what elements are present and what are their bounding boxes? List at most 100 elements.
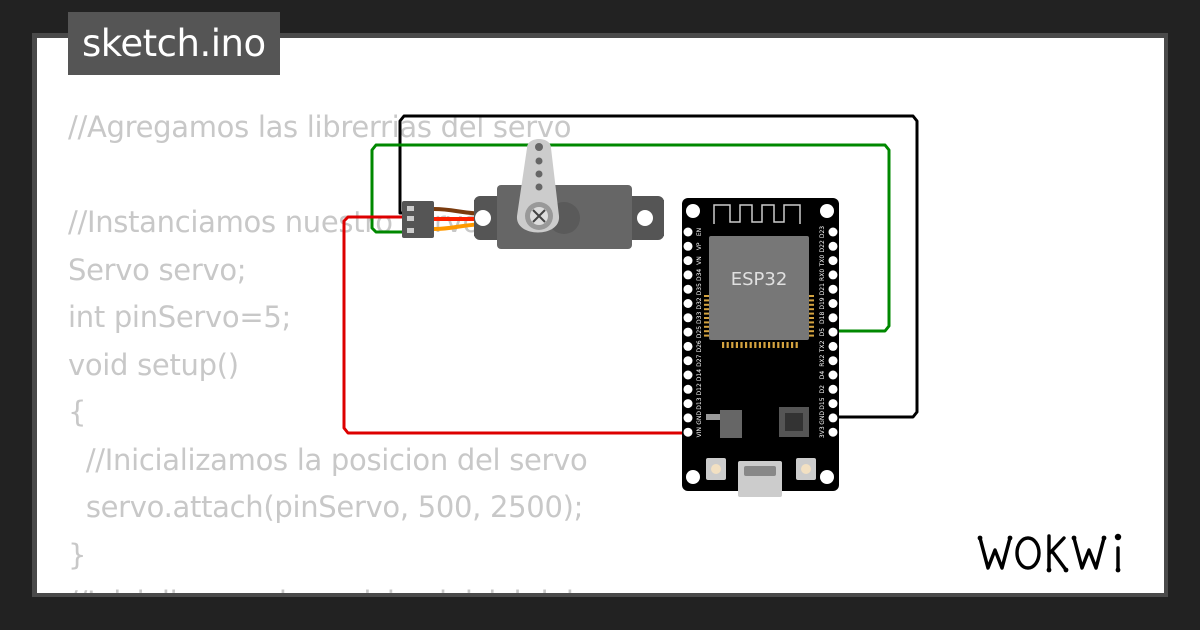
chip-pad: [704, 308, 709, 311]
chip-pad: [795, 342, 798, 348]
pin-left-vp[interactable]: [683, 241, 693, 251]
code-line[interactable]: //Instanciamos nuestro servo: [68, 205, 480, 239]
wokwi-logo[interactable]: [976, 526, 1154, 576]
pin-label: D32: [696, 297, 703, 309]
servo-motor[interactable]: [402, 139, 664, 249]
chip-pad: [768, 342, 771, 348]
pin-right-rx0[interactable]: [828, 270, 838, 280]
pin-right-gnd[interactable]: [828, 413, 838, 423]
chip-pad: [726, 342, 729, 348]
pin-right-d19[interactable]: [828, 299, 838, 308]
chip-pad: [777, 342, 780, 348]
pin-label: D35: [696, 283, 703, 295]
code-line[interactable]: }: [68, 537, 87, 572]
pin-right-d2[interactable]: [828, 384, 838, 394]
pin-right-d22[interactable]: [828, 241, 838, 251]
chip-pad: [745, 342, 748, 348]
pin-left-d35[interactable]: [683, 284, 693, 294]
file-tab-sketch[interactable]: sketch.ino: [68, 12, 280, 75]
chip-pad: [731, 342, 734, 348]
pin-right-tx2[interactable]: [828, 341, 838, 351]
chip-pad: [809, 308, 814, 311]
pin-left-d12[interactable]: [683, 384, 693, 394]
pin-label: D27: [696, 354, 703, 366]
chip-pad: [704, 317, 709, 319]
pin-left-d27[interactable]: [683, 356, 693, 366]
code-line[interactable]: int pinServo=5;: [68, 300, 291, 334]
chip-pad: [763, 342, 766, 348]
chip-pad: [809, 312, 814, 315]
chip-pad: [809, 317, 814, 319]
wire-power[interactable]: [342, 215, 687, 435]
pin-left-d32[interactable]: [683, 299, 693, 308]
pin-label: GND: [819, 411, 826, 425]
pin-label: D2: [819, 385, 826, 394]
pin-left-gnd[interactable]: [683, 413, 693, 423]
pin-left-d33[interactable]: [683, 313, 693, 323]
pin-left-d13[interactable]: [683, 399, 693, 409]
pin-label: D21: [819, 283, 826, 295]
pin-label: EN: [696, 228, 703, 236]
chip-pad: [809, 321, 814, 324]
esp32-chip: [709, 236, 809, 340]
pin-left-en[interactable]: [683, 227, 693, 237]
esp32-board[interactable]: ESP32 ENVPVND34D35D32D33D25D26D27D14D12D…: [682, 198, 839, 497]
pin-label: D34: [696, 269, 703, 281]
pin-right-d18[interactable]: [828, 313, 838, 323]
pin-label: D23: [819, 226, 826, 238]
pin-right-d15[interactable]: [828, 399, 838, 409]
chip-pad: [704, 312, 709, 315]
code-line[interactable]: //Inicializamos la posicion del servo: [68, 442, 588, 477]
pin-left-d25[interactable]: [683, 327, 693, 337]
chip-pad: [704, 303, 709, 306]
pin-left-d14[interactable]: [683, 370, 693, 380]
pin-left-vn[interactable]: [683, 256, 693, 266]
chip-pad: [786, 342, 789, 348]
antenna-trace: [713, 204, 801, 224]
chip-pad: [704, 334, 709, 337]
servo-connector[interactable]: [402, 201, 434, 238]
pin-label: TX0: [819, 255, 826, 268]
chip-pad: [740, 342, 743, 348]
pin-label: RX0: [819, 269, 826, 281]
pin-right-tx0[interactable]: [828, 256, 838, 266]
pin-label: RX2: [819, 354, 826, 366]
code-line[interactable]: servo.attach(pinServo, 500, 2500);: [68, 490, 584, 524]
code-line[interactable]: void setup(): [68, 347, 239, 382]
code-line[interactable]: //Inicializamos la posicion inicial del …: [68, 579, 661, 593]
pin-right-d4[interactable]: [828, 370, 838, 380]
code-line[interactable]: //Agregamos las librerrias del servo: [68, 110, 572, 144]
chip-pad: [809, 295, 814, 297]
chip-pad: [704, 325, 709, 328]
chip-pad: [809, 299, 814, 302]
pin-label: D33: [696, 311, 703, 323]
pin-left-d34[interactable]: [683, 270, 693, 280]
pin-right-3v3[interactable]: [828, 427, 838, 437]
esp32-chip-pads: [704, 295, 814, 348]
pin-label: TX2: [819, 340, 826, 353]
pin-right-d5[interactable]: [828, 327, 838, 337]
pin-label: VN: [696, 256, 703, 265]
pin-label: 3V3: [819, 426, 826, 438]
chip-pad: [781, 342, 784, 348]
code-line[interactable]: Servo servo;: [68, 252, 247, 287]
chip-pad: [772, 342, 775, 348]
pin-label: VIN: [696, 427, 703, 437]
pin-right-d23[interactable]: [828, 227, 838, 237]
chip-pad: [809, 325, 814, 328]
code-editor-panel[interactable]: //Agregamos las librerrias del servo //I…: [37, 38, 1164, 593]
chip-pad: [809, 303, 814, 306]
chip-pad: [809, 334, 814, 337]
code-line[interactable]: {: [68, 395, 87, 429]
esp32-chip-label: ESP32: [731, 269, 788, 290]
pin-right-rx2[interactable]: [828, 356, 838, 366]
pin-right-d21[interactable]: [828, 284, 838, 294]
chip-pad: [704, 295, 709, 297]
code-editor[interactable]: //Agregamos las librerrias del servo //I…: [68, 104, 661, 593]
pin-left-d26[interactable]: [683, 341, 693, 351]
pin-left-vin[interactable]: [683, 427, 693, 437]
chip-pad: [758, 342, 761, 348]
wire-signal[interactable]: [370, 143, 891, 333]
wire-ground[interactable]: [398, 114, 919, 419]
